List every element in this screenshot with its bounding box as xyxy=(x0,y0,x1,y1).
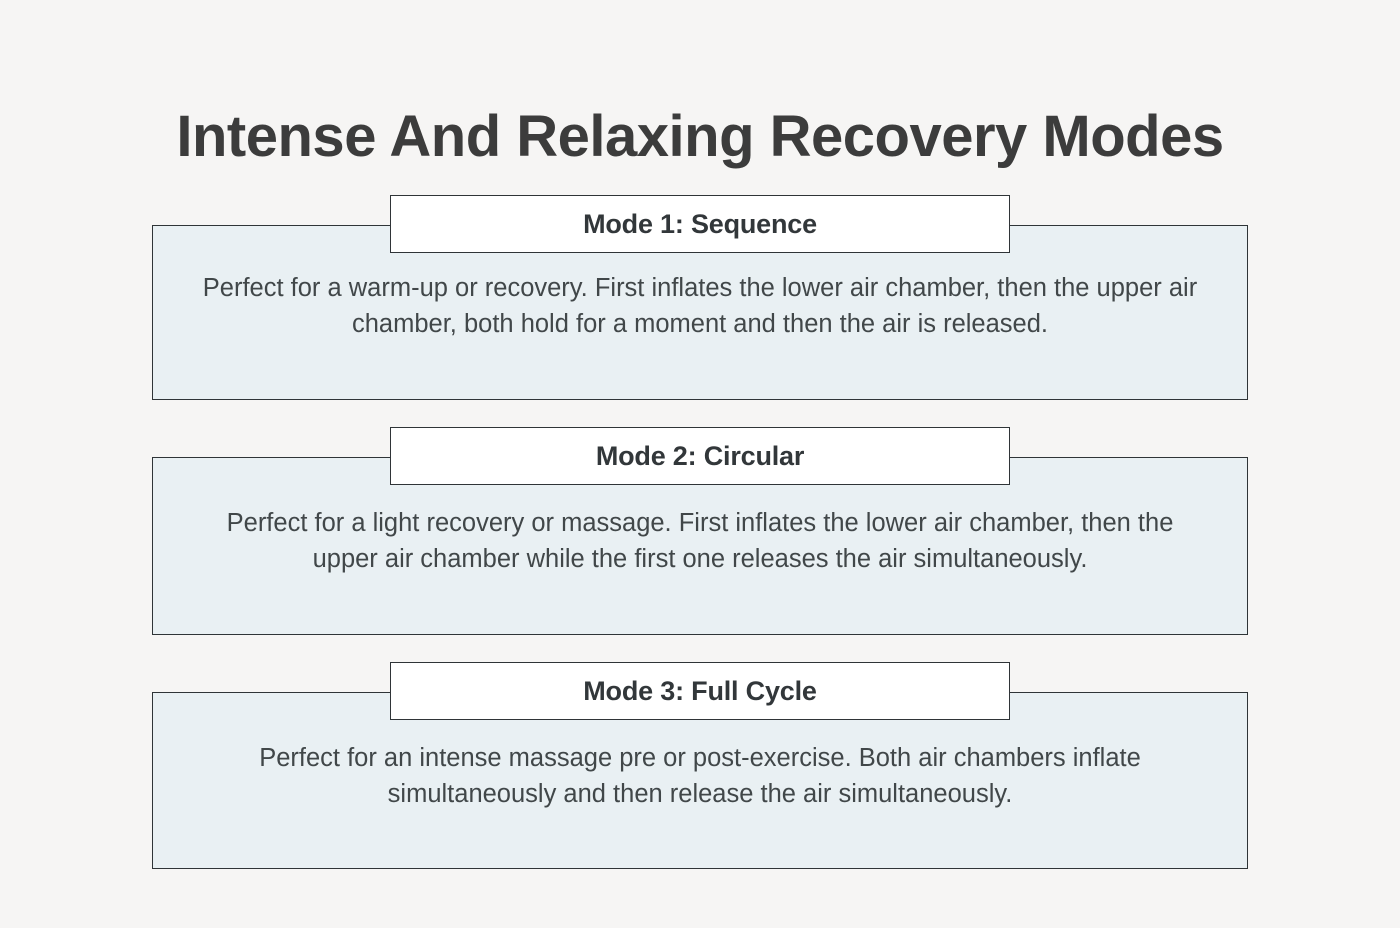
mode-card-3-header-label: Mode 3: Full Cycle xyxy=(583,675,817,706)
mode-card-1: Mode 1: Sequence Perfect for a warm-up o… xyxy=(152,195,1248,405)
mode-card-1-body-panel xyxy=(152,225,1248,400)
mode-card-1-header-label: Mode 1: Sequence xyxy=(583,208,817,239)
mode-card-2-header: Mode 2: Circular xyxy=(390,427,1010,485)
mode-card-2-description: Perfect for a light recovery or massage.… xyxy=(226,509,1174,573)
mode-card-1-header: Mode 1: Sequence xyxy=(390,195,1010,253)
mode-card-3-header: Mode 3: Full Cycle xyxy=(390,662,1010,720)
mode-card-2-body-panel xyxy=(152,457,1248,635)
mode-card-3-description: Perfect for an intense massage pre or po… xyxy=(259,744,1141,808)
mode-card-2-header-label: Mode 2: Circular xyxy=(595,440,805,471)
mode-card-2: Mode 2: Circular Perfect for a light rec… xyxy=(152,427,1248,637)
mode-card-3-body-panel xyxy=(152,692,1248,869)
mode-card-3: Mode 3: Full Cycle Perfect for an intens… xyxy=(152,662,1248,870)
page-title: Intense And Relaxing Recovery Modes xyxy=(176,103,1224,169)
mode-card-1-description: Perfect for a warm-up or recovery. First… xyxy=(202,274,1198,338)
